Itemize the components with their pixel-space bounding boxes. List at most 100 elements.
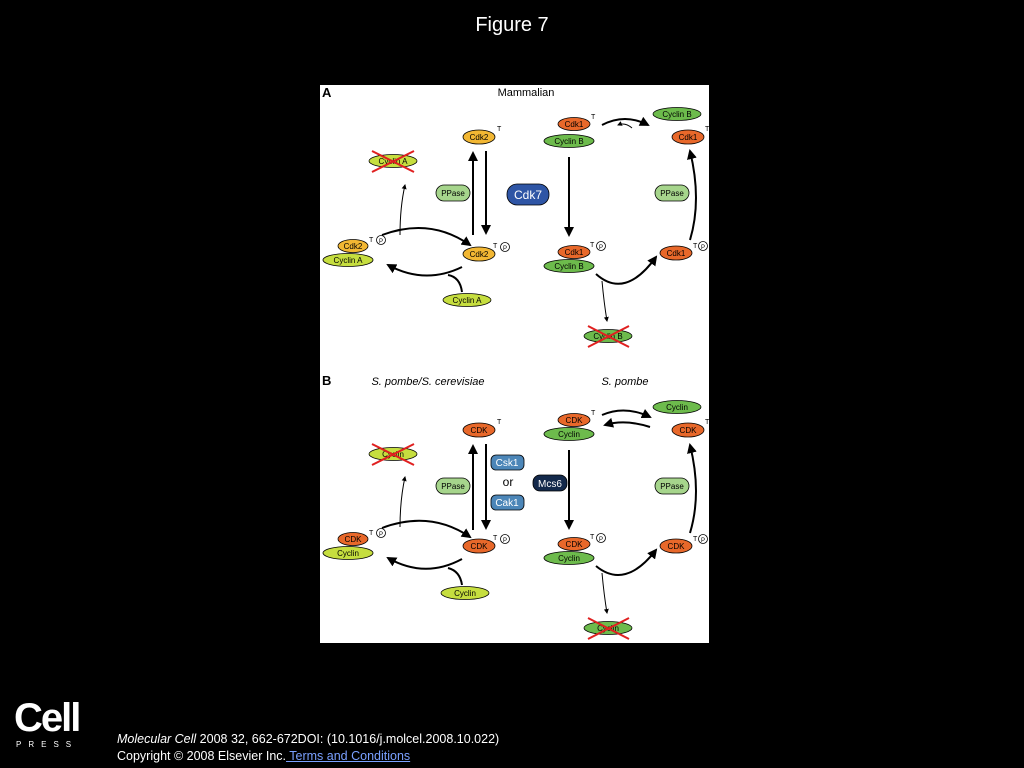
copyright-line: Copyright © 2008 Elsevier Inc. Terms and… (117, 748, 499, 765)
svg-text:CDK: CDK (471, 542, 489, 551)
svg-text:Csk1: Csk1 (496, 458, 519, 469)
panel-b-letter: B (322, 373, 331, 388)
svg-text:P: P (379, 239, 383, 245)
panel-b-heading-right: S. pombe (601, 376, 648, 388)
svg-text:Cak1: Cak1 (495, 498, 519, 509)
phospho-icon (596, 241, 606, 251)
svg-text:PPase: PPase (660, 482, 684, 491)
phospho-icon (698, 534, 708, 544)
cdk2-node-top: Cdk2 T (462, 126, 502, 145)
cdk-node-bottom-right: CDK T P (659, 534, 708, 554)
svg-text:P: P (599, 245, 603, 251)
phospho-icon (596, 533, 606, 543)
svg-text:P: P (379, 532, 383, 538)
svg-text:Cdk7: Cdk7 (514, 188, 542, 202)
svg-text:CDK: CDK (566, 540, 584, 549)
svg-text:Cdk1: Cdk1 (667, 249, 686, 258)
svg-text:Cyclin: Cyclin (454, 589, 476, 598)
phospho-icon (376, 235, 386, 245)
or-label: or (503, 475, 514, 489)
journal-name: Molecular Cell (117, 732, 197, 746)
cell-press-logo: Cell PRESS (14, 696, 86, 750)
svg-text:PPase: PPase (441, 189, 465, 198)
svg-text:Cyclin: Cyclin (558, 554, 580, 563)
pathway-diagram: A Mammalian Cyclin A Cdk2 T PPase Cdk7 C… (322, 85, 709, 640)
phospho-icon (376, 528, 386, 538)
copyright-text: Copyright © 2008 Elsevier Inc. (117, 749, 287, 763)
cak1-kinase-node: Cak1 (490, 494, 525, 511)
svg-text:P: P (701, 538, 705, 544)
svg-text:P: P (503, 246, 507, 252)
svg-text:CDK: CDK (680, 426, 698, 435)
cdk1-node-top-right: Cdk1 T (671, 126, 709, 145)
panel-a-heading: Mammalian (498, 87, 555, 99)
svg-text:Cdk2: Cdk2 (344, 242, 363, 251)
cdk-cyclin-complex-bottom: CDK Cyclin T P (543, 533, 606, 565)
svg-text:T: T (493, 535, 498, 542)
svg-text:T: T (497, 419, 502, 426)
logo-sub: PRESS (16, 740, 79, 749)
svg-text:T: T (705, 126, 709, 133)
phospho-icon (500, 534, 510, 544)
cdk-cyclin-complex-left: CDK Cyclin T P (322, 528, 386, 560)
cyclin-a-free: Cyclin A (442, 293, 492, 307)
svg-text:T: T (497, 126, 502, 133)
citation-line: Molecular Cell 2008 32, 662-672DOI: (10.… (117, 731, 499, 748)
cdk2-cyclin-a-complex: Cdk2 Cyclin A T P (322, 235, 386, 267)
degraded-cyclin-left: Cyclin (368, 443, 418, 466)
cyclin-free-left: Cyclin (440, 586, 490, 600)
svg-text:T: T (693, 536, 698, 543)
cdk-cyclin-complex-top: CDK Cyclin T (543, 410, 596, 441)
svg-text:Cyclin: Cyclin (666, 403, 688, 412)
cdk-node-top: CDK T (462, 419, 502, 438)
svg-text:Cyclin: Cyclin (337, 549, 359, 558)
svg-text:T: T (705, 419, 709, 426)
svg-text:CDK: CDK (345, 535, 363, 544)
svg-text:PPase: PPase (441, 482, 465, 491)
cdk-node-bottom: CDK T P (462, 534, 510, 554)
svg-text:T: T (369, 237, 374, 244)
svg-text:T: T (693, 243, 698, 250)
degraded-cyclin-a: Cyclin A (368, 150, 418, 173)
svg-text:P: P (599, 537, 603, 543)
cyclin-b-free: Cyclin B (652, 107, 702, 121)
svg-text:CDK: CDK (668, 542, 686, 551)
ppase-node-a-left: PPase (435, 184, 471, 202)
svg-text:T: T (369, 530, 374, 537)
svg-text:Mcs6: Mcs6 (538, 479, 562, 490)
svg-text:T: T (590, 534, 595, 541)
terms-link[interactable]: Terms and Conditions (286, 749, 411, 763)
ppase-node-a-right: PPase (654, 184, 690, 202)
svg-text:Cyclin B: Cyclin B (554, 137, 583, 146)
svg-text:CDK: CDK (471, 426, 489, 435)
cdk1-cyclin-b-complex-bottom: Cdk1 Cyclin B T P (543, 241, 606, 273)
cdk2-node-bottom: Cdk2 T P (462, 242, 510, 262)
phospho-icon (698, 241, 708, 251)
svg-text:T: T (493, 243, 498, 250)
svg-text:T: T (591, 410, 596, 417)
svg-text:PPase: PPase (660, 189, 684, 198)
panel-a-letter: A (322, 85, 332, 100)
ppase-node-b-right: PPase (654, 477, 690, 495)
logo-word: Cell (14, 696, 81, 740)
svg-text:Cyclin B: Cyclin B (554, 262, 583, 271)
figure-panel: A Mammalian Cyclin A Cdk2 T PPase Cdk7 C… (320, 85, 709, 643)
cdk1-cyclin-b-complex-top: Cdk1 Cyclin B T (543, 114, 596, 148)
cdk-node-top-right: CDK T (671, 419, 709, 438)
svg-text:P: P (701, 245, 705, 251)
degraded-cyclin-right: Cyclin (583, 617, 633, 640)
svg-text:Cdk2: Cdk2 (470, 133, 489, 142)
citation-details: 2008 32, 662-672DOI: (10.1016/j.molcel.2… (196, 732, 500, 746)
svg-text:T: T (590, 242, 595, 249)
svg-text:Cyclin B: Cyclin B (662, 110, 691, 119)
slide-title: Figure 7 (475, 14, 549, 36)
ppase-node-b-left: PPase (435, 477, 471, 495)
mcs6-kinase-node: Mcs6 (532, 474, 568, 492)
svg-text:T: T (591, 114, 596, 121)
citation-block: Molecular Cell 2008 32, 662-672DOI: (10.… (117, 731, 499, 765)
cyclin-free-top-right: Cyclin (652, 400, 702, 414)
svg-text:Cdk1: Cdk1 (565, 120, 584, 129)
panel-b-heading-left: S. pombe/S. cerevisiae (371, 376, 484, 388)
svg-text:Cyclin A: Cyclin A (334, 256, 364, 265)
svg-text:Cdk2: Cdk2 (470, 250, 489, 259)
